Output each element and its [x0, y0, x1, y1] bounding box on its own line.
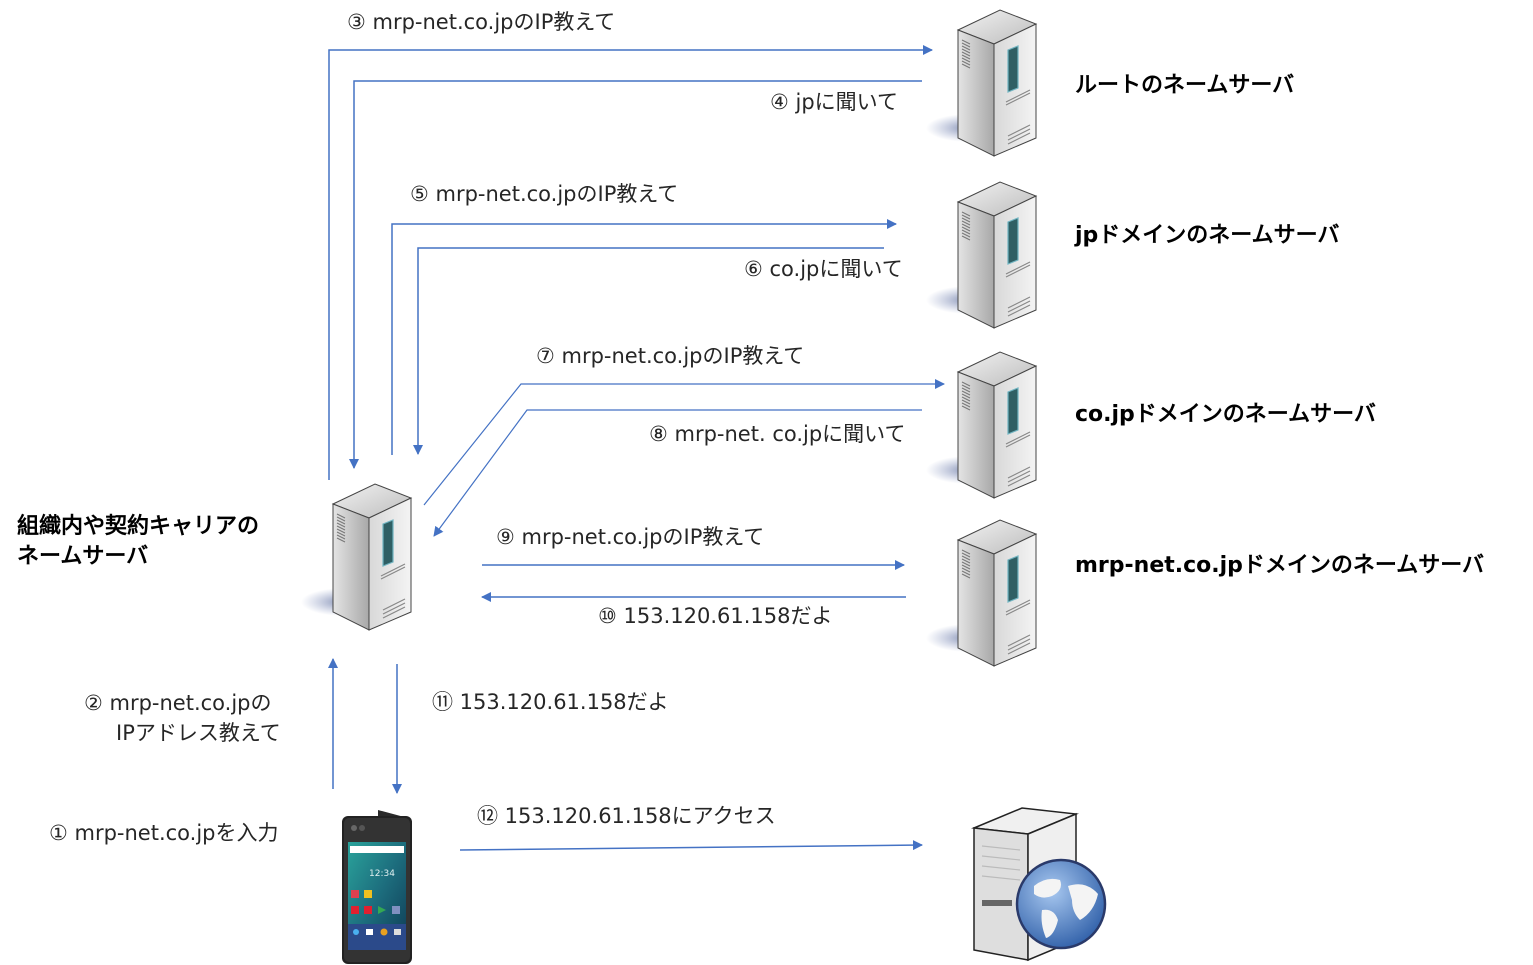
web-server-globe-icon [971, 807, 1107, 962]
step-5-label: ⑤ mrp-net.co.jpのIP教えて [410, 182, 679, 206]
step-4-label: ④ jpに聞いて [770, 90, 899, 114]
cojp-server-label: co.jpドメインのネームサーバ [1075, 402, 1376, 427]
cojp-name-server-icon [925, 351, 1037, 499]
jp-name-server-icon [925, 181, 1037, 329]
local-name-server-icon [300, 483, 412, 631]
step-6-label: ⑥ co.jpに聞いて [744, 257, 903, 281]
mrp-net-name-server-icon [925, 519, 1037, 667]
step-2-label-line2: IPアドレス教えて [116, 721, 281, 745]
step-8-label: ⑧ mrp-net. co.jpに聞いて [649, 422, 906, 446]
step-3-label: ③ mrp-net.co.jpのIP教えて [347, 10, 616, 34]
arrow-step-7 [423, 379, 945, 506]
arrow-step-6 [413, 247, 884, 455]
step-9-label: ⑨ mrp-net.co.jpのIP教えて [496, 525, 765, 549]
root-name-server-icon [925, 9, 1037, 157]
smartphone-icon: 12:34 [342, 810, 412, 964]
step-2-label-line1: ② mrp-net.co.jpの [84, 691, 272, 715]
svg-text:12:34: 12:34 [369, 869, 395, 879]
step-11-label: ⑪ 153.120.61.158だよ [432, 690, 669, 714]
jp-server-label: jpドメインのネームサーバ [1075, 223, 1340, 248]
arrow-step-5 [391, 219, 897, 455]
step-7-label: ⑦ mrp-net.co.jpのIP教えて [536, 344, 805, 368]
root-server-label: ルートのネームサーバ [1075, 73, 1295, 98]
step-12-label: ⑫ 153.120.61.158にアクセス [477, 804, 776, 828]
local-server-label-line1: 組織内や契約キャリアの [17, 514, 260, 539]
mrp-net-server-label: mrp-net.co.jpドメインのネームサーバ [1075, 553, 1485, 578]
arrow-step-8 [433, 409, 922, 537]
arrow-step-3 [328, 45, 933, 480]
step-1-label: ① mrp-net.co.jpを入力 [49, 821, 279, 845]
step-10-label: ⑩ 153.120.61.158だよ [598, 604, 833, 628]
local-server-label-line2: ネームサーバ [17, 544, 149, 569]
arrow-step-4 [349, 80, 922, 469]
arrow-step-12 [459, 840, 923, 851]
